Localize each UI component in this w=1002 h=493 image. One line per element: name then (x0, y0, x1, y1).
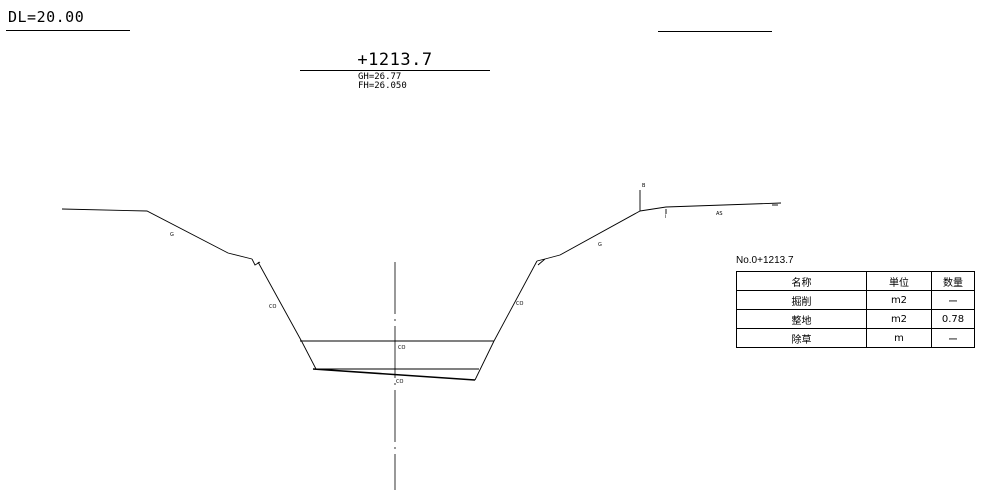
table-cell: m2 (866, 309, 932, 329)
table-row: 除草 m ー (736, 328, 975, 348)
right-road-surface (639, 202, 782, 212)
table-cell: m2 (866, 290, 932, 310)
channel-bed-bottom (312, 368, 476, 381)
left-channel-wall (257, 261, 303, 343)
station-underline (300, 70, 490, 71)
header-cell-unit: 単位 (866, 271, 932, 291)
right-surface-as-label: AS (716, 211, 723, 217)
dl-underline (6, 30, 130, 31)
right-slope-g-label: G (598, 242, 602, 248)
right-shoulder (536, 258, 546, 266)
table-row: 整地 m2 0.78 (736, 309, 975, 329)
right-marker-i-label: i (665, 214, 666, 220)
table-cell: 0.78 (931, 309, 975, 329)
table-row: 掘削 m2 ー (736, 290, 975, 310)
table-header-row: 名称 単位 数量 (736, 271, 975, 291)
left-slope-g-label: G (170, 232, 174, 238)
table-cell: ー (931, 328, 975, 348)
channel-co-lower-label: CO (396, 379, 403, 385)
right-channel-wall (493, 260, 538, 342)
header-cell-name: 名称 (736, 271, 867, 291)
ground-height-label: GH=26.77 (358, 72, 402, 82)
channel-left-lower-wall (301, 341, 317, 370)
dl-label: DL=20.00 (8, 8, 85, 26)
quantity-table: 名称 単位 数量 掘削 m2 ー 整地 m2 0.78 除草 m ー (736, 271, 975, 348)
table-cell: 除草 (736, 328, 867, 348)
header-cell-quantity: 数量 (931, 271, 975, 291)
table-cell: 整地 (736, 309, 867, 329)
table-cell: 掘削 (736, 290, 867, 310)
quantity-table-title: No.0+1213.7 (736, 255, 794, 266)
table-cell: ー (931, 290, 975, 310)
right-slope-line (544, 210, 641, 260)
left-ground-line (61, 208, 253, 260)
formation-height-label: FH=26.050 (358, 81, 407, 91)
station-label: +1213.7 (357, 50, 433, 70)
table-cell: m (866, 328, 932, 348)
left-wall-co-label: CO (269, 304, 276, 310)
channel-co-upper-label: CO (398, 345, 405, 351)
right-wall-co-label: CO (516, 301, 523, 307)
top-right-line (658, 31, 772, 32)
right-marker-b-label: B (642, 183, 646, 189)
channel-right-lower-wall (474, 340, 495, 381)
